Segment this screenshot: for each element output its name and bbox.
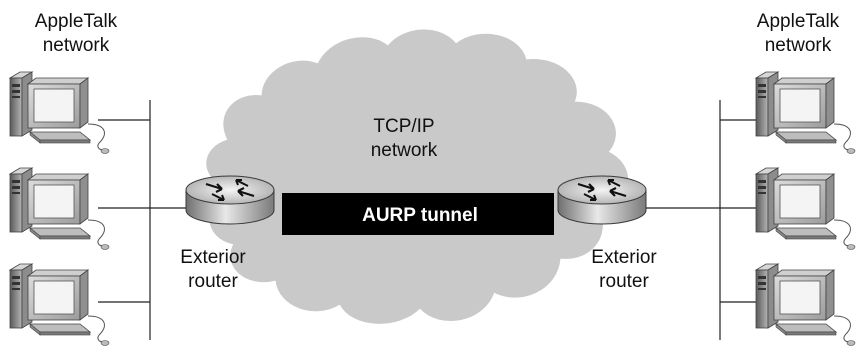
right-router-icon xyxy=(556,174,648,226)
left-router-label-line1: Exterior xyxy=(180,247,246,268)
right-computer-icon-2 xyxy=(755,167,856,250)
cloud-label-line1: TCP/IP xyxy=(373,116,434,137)
cloud-label-line2: network xyxy=(371,140,438,161)
right-router-label-line2: router xyxy=(599,271,649,292)
left-network-label-line2: network xyxy=(43,35,110,56)
right-network-label-line1: AppleTalk xyxy=(757,11,840,32)
left-computer-icon-2 xyxy=(9,167,110,250)
tcpip-cloud xyxy=(206,29,628,324)
left-network-label-line1: AppleTalk xyxy=(35,11,118,32)
right-network-label-line2: network xyxy=(765,35,832,56)
right-computer-icon-3 xyxy=(755,263,856,346)
left-computer-icon-3 xyxy=(9,263,110,346)
right-computer-icon-1 xyxy=(755,71,856,154)
left-router-icon xyxy=(184,174,276,226)
aurp-tunnel-label: AURP tunnel xyxy=(362,205,478,226)
left-router-label-line2: router xyxy=(188,271,238,292)
right-router-label-line1: Exterior xyxy=(591,247,657,268)
aurp-tunnel xyxy=(282,193,554,235)
left-computer-icon-1 xyxy=(9,71,110,154)
